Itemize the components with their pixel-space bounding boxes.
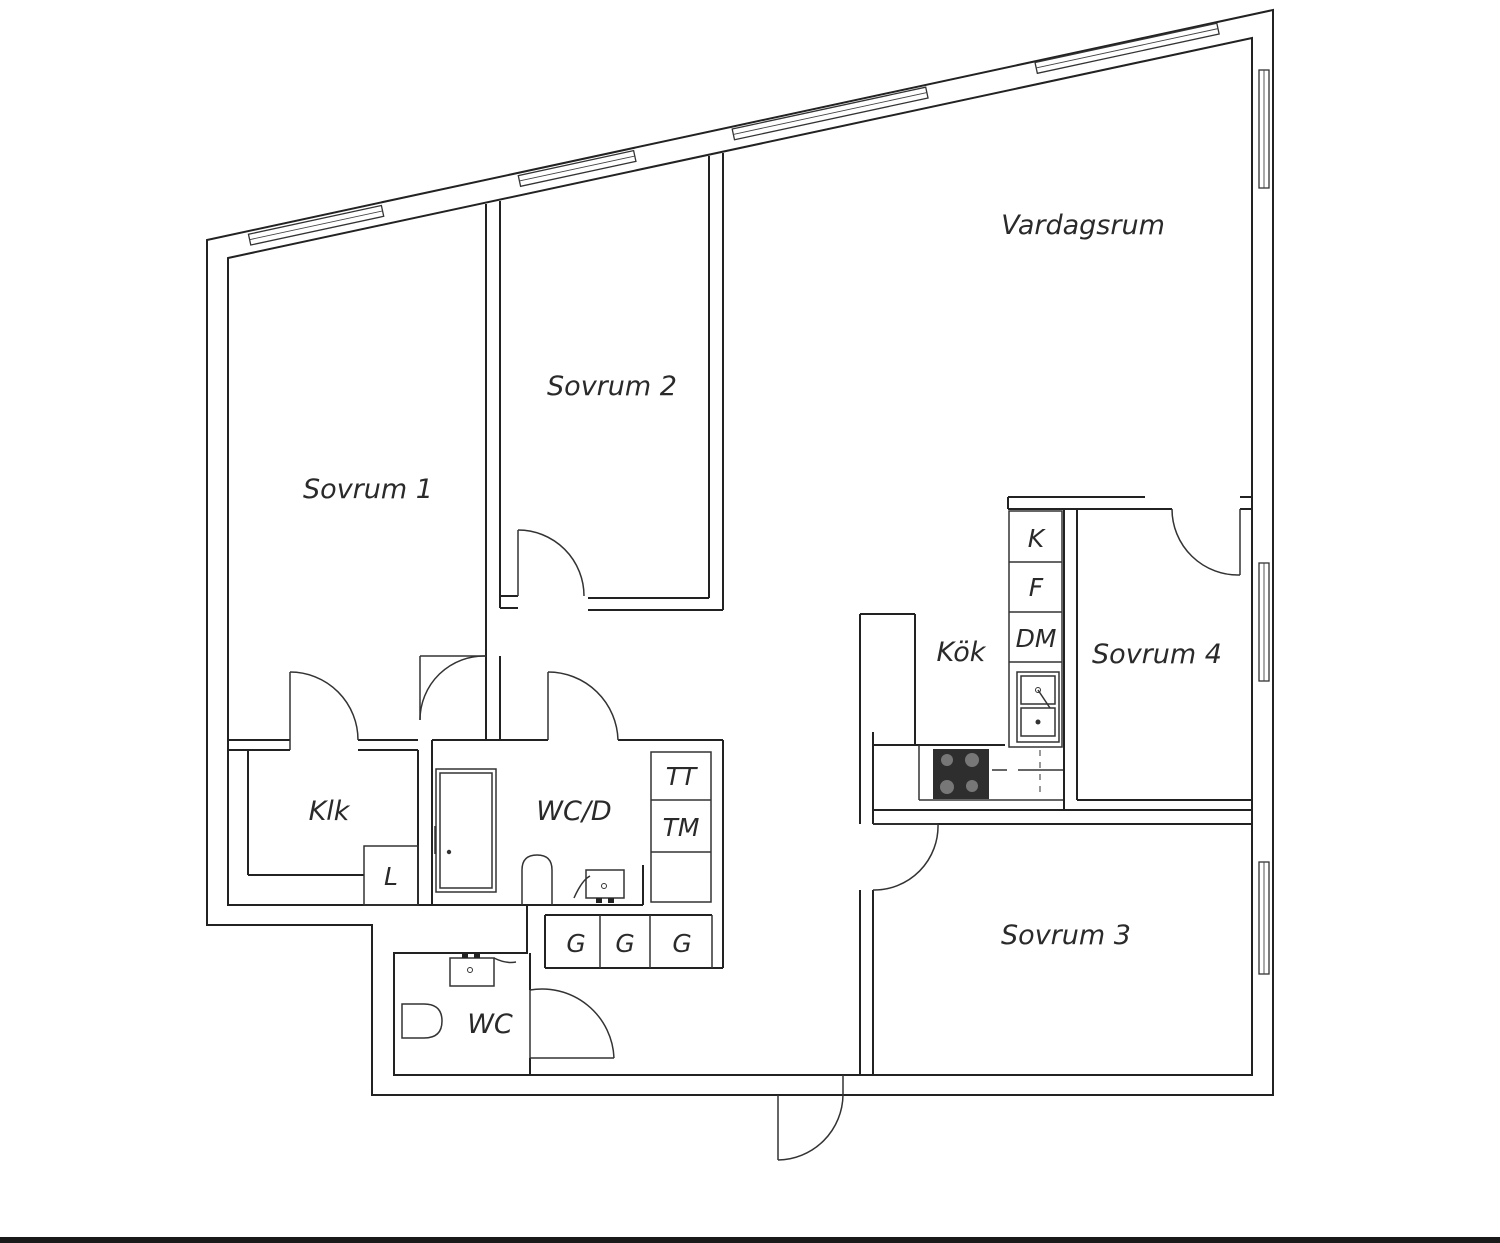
label-frys: F: [1029, 573, 1044, 602]
sovrum4-walls: [1007, 496, 1252, 810]
doors: [289, 508, 1241, 1161]
label-garderob-3: G: [672, 929, 691, 958]
label-wc: WC: [467, 1009, 513, 1040]
label-garderob-1: G: [566, 929, 585, 958]
bedroom-walls: [228, 153, 724, 751]
sovrum3-walls: [843, 890, 1252, 1076]
label-wcd: WC/D: [536, 796, 611, 827]
storage-row: [544, 914, 723, 969]
label-vardagsrum: Vardagsrum: [1001, 210, 1165, 241]
wc-walls: [401, 953, 531, 1075]
closet-walls: [247, 750, 419, 906]
label-kyl: K: [1028, 524, 1047, 553]
label-sovrum-2: Sovrum 2: [547, 371, 677, 402]
bathroom-walls: [431, 739, 724, 968]
label-garderob-2: G: [615, 929, 634, 958]
label-diskmaskin: DM: [1016, 624, 1057, 653]
label-klk: Klk: [309, 796, 351, 827]
outer-walls: [206, 8, 1274, 1096]
label-kok: Kök: [937, 637, 987, 668]
label-torktumlare: TT: [666, 762, 698, 791]
label-sovrum-4: Sovrum 4: [1092, 639, 1222, 670]
label-linne: L: [384, 862, 398, 891]
label-tvattmaskin: TM: [663, 813, 700, 842]
label-sovrum-3: Sovrum 3: [1001, 920, 1131, 951]
bottom-divider: [0, 1237, 1500, 1243]
label-sovrum-1: Sovrum 1: [303, 474, 433, 505]
right-windows: [1258, 69, 1270, 975]
top-windows: [247, 22, 1220, 246]
